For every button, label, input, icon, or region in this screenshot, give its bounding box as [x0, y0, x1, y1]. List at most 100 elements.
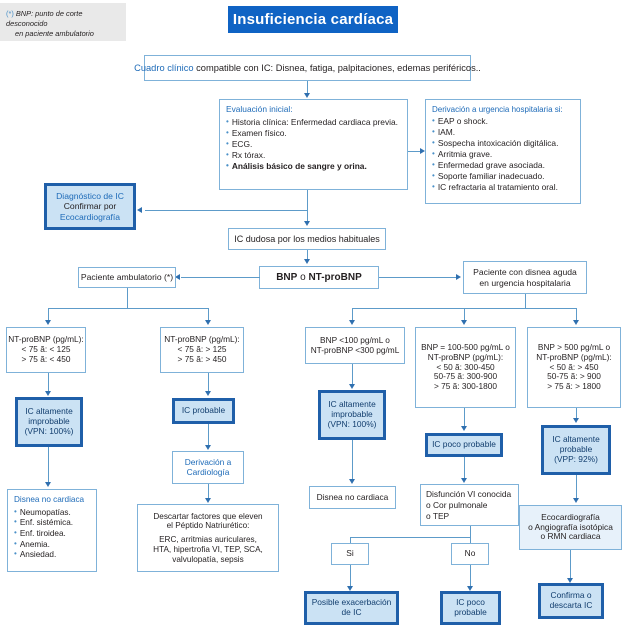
node-ic-poco-probable-1: IC poco probable	[425, 433, 503, 457]
bnp-part-3: NT-proBNP	[308, 271, 362, 283]
evaluacion-inicial-item-3: Rx tórax.	[226, 150, 266, 161]
ntprobnp-bajo-line-2: < 75 ã: < 125	[21, 344, 71, 355]
confirma-line-1: Confirma o	[550, 590, 592, 601]
ntprobnp-alto-line-1: NT-proBNP (pg/mL):	[164, 334, 240, 345]
cuadro-clinico-lead: Cuadro clínico	[134, 62, 194, 73]
descartar-line-2: el Péptido Natriurético:	[166, 521, 250, 531]
bnp-medio-line-1: BNP = 100-500 pg/mL o	[421, 342, 510, 353]
bnp-alto-line-3: < 50 ã: > 450	[549, 361, 599, 372]
bnp-part-1: BNP	[276, 271, 298, 283]
ic-alt-improb-2-line-1: IC altamente	[328, 399, 376, 410]
bnp-alto-line-5: > 75 ã: > 1800	[547, 381, 601, 392]
ic-probable-text: IC probable	[181, 405, 226, 416]
paciente-urgencia-line-2: en urgencia hospitalaria	[479, 277, 571, 288]
node-ecocardiografia-opciones: Ecocardiografía o Angiografía isotópica …	[519, 505, 622, 550]
node-cuadro-clinico: Cuadro clínico compatible con IC: Disnea…	[134, 55, 481, 81]
bnp-bajo-line-1: BNP <100 pg/mL o	[320, 334, 390, 345]
no-text: No	[464, 548, 476, 559]
derivacion-urgencia-item-6: IC refractaria al tratamiento oral.	[432, 182, 558, 193]
eco-opciones-line-1: Ecocardiografía	[541, 511, 600, 522]
derivacion-cardiologia-line-1: Derivación a	[184, 456, 232, 467]
disfuncion-vi-line-2: o Cor pulmonale	[426, 499, 488, 510]
footnote-line-1: BNP: punto de corte desconocido	[6, 9, 83, 28]
bnp-bajo-line-2: NT-proBNP <300 pg/mL	[310, 344, 400, 355]
eco-opciones-line-2: o Angiografía isotópica	[528, 521, 613, 532]
node-ic-probable: IC probable	[172, 398, 235, 424]
node-descartar-factores: Descartar factores que eleven el Péptido…	[137, 504, 279, 572]
descartar-line-1: Descartar factores que eleven	[153, 511, 263, 521]
diagnostico-ic-line-2: Confirmar por	[63, 201, 117, 212]
diagnostico-ic-line-3: Ecocardiografía	[59, 211, 121, 222]
cuadro-clinico-rest: compatible con IC: Disnea, fatiga, palpi…	[193, 62, 481, 73]
node-bnp-alto: BNP > 500 pg/mL o NT-proBNP (pg/mL): < 5…	[527, 327, 621, 408]
bnp-medio-line-3: < 50 ã: 300-450	[436, 361, 495, 372]
bnp-part-2: o	[297, 271, 309, 283]
ntprobnp-bajo-line-1: NT-proBNP (pg/mL):	[8, 334, 84, 345]
derivacion-urgencia-item-0: EAP o shock.	[432, 116, 488, 127]
disnea-lista-item-2: Enf. tiroidea.	[14, 528, 66, 539]
ic-alt-probable-line-1: IC altamente	[552, 434, 600, 445]
node-disnea-no-cardiaca-lista: Disnea no cardiaca Neumopatías. Enf. sis…	[7, 489, 97, 572]
ic-poco-probable-1-text: IC poco probable	[432, 439, 496, 450]
footnote-marker: (*)	[6, 9, 14, 18]
node-ic-dudosa: IC dudosa por los medios habituales	[228, 228, 386, 250]
node-bnp-bajo: BNP <100 pg/mL o NT-proBNP <300 pg/mL	[305, 327, 405, 364]
footnote-box: (*) BNP: punto de corte desconocido en p…	[0, 3, 126, 41]
node-paciente-urgencia: Paciente con disnea aguda en urgencia ho…	[463, 261, 587, 294]
ic-alt-improb-1-line-2: improbable	[28, 416, 70, 427]
node-si: Si	[331, 543, 369, 565]
derivacion-urgencia-item-4: Enfermedad grave asociada.	[432, 160, 545, 171]
derivacion-cardiologia-line-2: Cardiología	[186, 466, 230, 477]
node-paciente-ambulatorio: Paciente ambulatorio (*)	[78, 267, 176, 288]
derivacion-urgencia-item-3: Arritmia grave.	[432, 149, 492, 160]
ic-alt-improb-1-line-1: IC altamente	[25, 406, 73, 417]
node-diagnostico-ic: Diagnóstico de IC Confirmar por Ecocardi…	[44, 183, 136, 230]
derivacion-urgencia-item-5: Soporte familiar inadecuado.	[432, 171, 545, 182]
descartar-line-3: ERC, arritmias auriculares,	[159, 535, 257, 545]
disnea-lista-item-4: Ansiedad.	[14, 549, 56, 560]
si-text: Si	[346, 548, 354, 559]
node-ic-poco-probable-2: IC poco probable	[440, 591, 501, 625]
node-ic-altamente-improbable-1: IC altamente improbable (VPN: 100%)	[15, 397, 83, 447]
confirma-line-2: descarta IC	[549, 600, 593, 610]
node-posible-exacerbacion: Posible exacerbación de IC	[304, 591, 399, 625]
evaluacion-inicial-item-2: ECG.	[226, 139, 252, 150]
disfuncion-vi-line-1: Disfunción VI conocida	[426, 489, 512, 499]
ntprobnp-bajo-line-3: > 75 ã: < 450	[21, 353, 71, 364]
ntprobnp-alto-line-2: < 75 ã: > 125	[177, 344, 227, 355]
disnea-lista-item-0: Neumopatías.	[14, 507, 71, 518]
bnp-alto-line-1: BNP > 500 pg/mL o	[537, 342, 611, 353]
node-ic-altamente-improbable-2: IC altamente improbable (VPN: 100%)	[318, 390, 386, 440]
eco-opciones-line-3: o RMN cardiaca	[540, 531, 601, 542]
derivacion-urgencia-title: Derivación a urgencia hospitalaria si:	[432, 105, 563, 114]
bnp-medio-line-5: > 75 ã: 300-1800	[434, 381, 497, 392]
evaluacion-inicial-title: Evaluación inicial:	[226, 104, 293, 114]
evaluacion-inicial-item-4: Análisis básico de sangre y orina.	[226, 161, 367, 172]
node-evaluacion-inicial: Evaluación inicial: Historia clínica: En…	[219, 99, 408, 190]
page-title: Insuficiencia cardíaca	[228, 6, 398, 33]
node-derivacion-cardiologia: Derivación a Cardiología	[172, 451, 244, 484]
ic-alt-improb-1-line-3: (VPN: 100%)	[24, 425, 74, 436]
posible-exac-line-1: Posible exacerbación	[311, 597, 392, 608]
disnea-lista-item-3: Anemia.	[14, 539, 50, 550]
descartar-line-4: HTA, hipertrofia VI, TEP, SCA,	[153, 544, 263, 554]
posible-exac-line-2: de IC	[341, 607, 362, 617]
evaluacion-inicial-item-0: Historia clínica: Enfermedad cardiaca pr…	[226, 117, 398, 128]
node-no: No	[451, 543, 489, 565]
node-ic-altamente-probable: IC altamente probable (VPP: 92%)	[541, 425, 611, 475]
node-derivacion-urgencia: Derivación a urgencia hospitalaria si: E…	[425, 99, 581, 204]
node-disfuncion-vi: Disfunción VI conocida o Cor pulmonale o…	[420, 484, 519, 526]
paciente-urgencia-line-1: Paciente con disnea aguda	[473, 267, 577, 278]
node-bnp-medio: BNP = 100-500 pg/mL o NT-proBNP (pg/mL):…	[415, 327, 516, 408]
node-confirma-descarta: Confirma o descarta IC	[538, 583, 604, 619]
node-ntprobnp-bajo: NT-proBNP (pg/mL): < 75 ã: < 125 > 75 ã:…	[6, 327, 86, 373]
ic-alt-improb-2-line-3: (VPN: 100%)	[327, 418, 377, 429]
bnp-medio-line-2: NT-proBNP (pg/mL):	[427, 351, 504, 362]
paciente-ambulatorio-text: Paciente ambulatorio (*)	[80, 272, 174, 283]
diagnostico-ic-line-1: Diagnóstico de IC	[56, 191, 124, 202]
derivacion-urgencia-item-1: IAM.	[432, 127, 455, 138]
bnp-medio-line-4: 50-75 ã: 300-900	[433, 371, 498, 382]
ic-dudosa-text: IC dudosa por los medios habituales	[234, 233, 380, 244]
evaluacion-inicial-item-1: Examen físico.	[226, 128, 287, 139]
node-disnea-no-cardiaca: Disnea no cardiaca	[309, 486, 396, 509]
